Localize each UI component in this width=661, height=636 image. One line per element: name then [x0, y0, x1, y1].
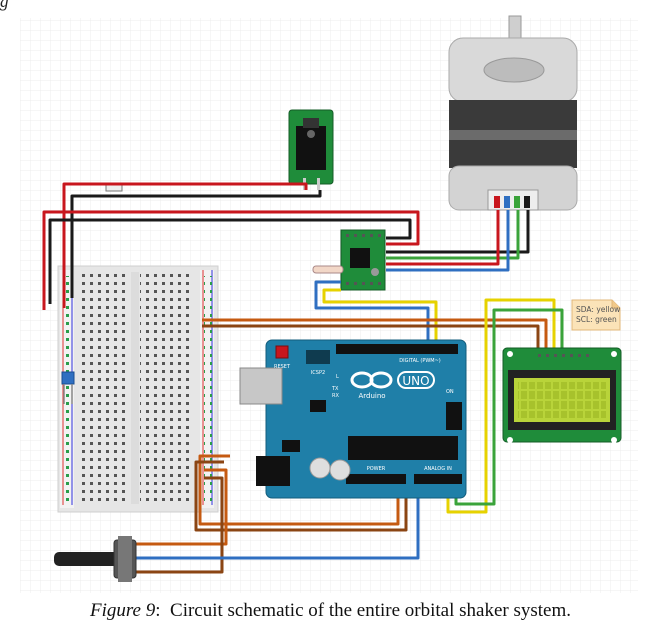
- wire-brown-gnd: [194, 460, 408, 532]
- tx-label: TX: [331, 386, 339, 392]
- wire-red-rail: [42, 210, 420, 310]
- wire-blue-pot: [130, 484, 420, 560]
- arduino-sub: Arduino: [358, 392, 385, 400]
- wire-black-motor: [386, 210, 530, 254]
- lcd-display: [502, 347, 622, 443]
- digital-label: DIGITAL (PWM~): [399, 358, 441, 364]
- wire-color-note: SDA: yellow SCL: green: [571, 299, 621, 331]
- on-label: ON: [446, 389, 454, 395]
- wires: [42, 182, 564, 574]
- wire-green-scl: [454, 308, 564, 506]
- wire-black-rail: [48, 218, 412, 304]
- resistor: [312, 265, 344, 274]
- wire-yellow-dir: [322, 288, 438, 348]
- wire-orange-pot: [130, 468, 228, 546]
- breadboard: [57, 265, 219, 513]
- wire-orange-5v: [198, 454, 400, 526]
- note-line-sda: SDA: yellow: [576, 305, 620, 314]
- note-line-scl: SCL: green: [576, 315, 617, 324]
- potentiometer: [54, 536, 137, 582]
- wire-green-motor: [386, 210, 520, 260]
- power-label: POWER: [367, 466, 386, 472]
- motor-driver-board: [340, 229, 386, 291]
- arduino-uno-board: UNO Arduino RESET ICSP2 DIGITAL (PWM~) P…: [239, 339, 467, 499]
- wire-brown-lcd-gnd: [202, 324, 540, 352]
- power-jack: [288, 109, 334, 190]
- stepper-motor: [448, 15, 578, 211]
- wire-brown-pot: [130, 476, 224, 574]
- wire-red-jack: [62, 182, 308, 308]
- wire-orange-lcd-vcc: [202, 318, 548, 352]
- wire-blue-motor: [386, 210, 510, 272]
- figure-caption: Figure 9: Circuit schematic of the entir…: [0, 600, 661, 622]
- figure-label: Figure 9: [89, 600, 156, 621]
- sensor-component: [61, 371, 75, 404]
- icsp-label: ICSP2: [311, 370, 325, 376]
- caption-text: Circuit schematic of the entire orbital …: [170, 600, 572, 621]
- l-label: L: [336, 374, 339, 380]
- analog-label: ANALOG IN: [424, 466, 452, 472]
- wire-black-jack: [70, 190, 322, 298]
- caption-colon: :: [155, 600, 171, 621]
- wire-red-motor: [386, 210, 500, 266]
- cropped-heading-fragment: g: [0, 0, 9, 11]
- reset-label: RESET: [274, 364, 291, 370]
- arduino-brand: UNO: [402, 374, 429, 388]
- rx-label: RX: [332, 393, 339, 399]
